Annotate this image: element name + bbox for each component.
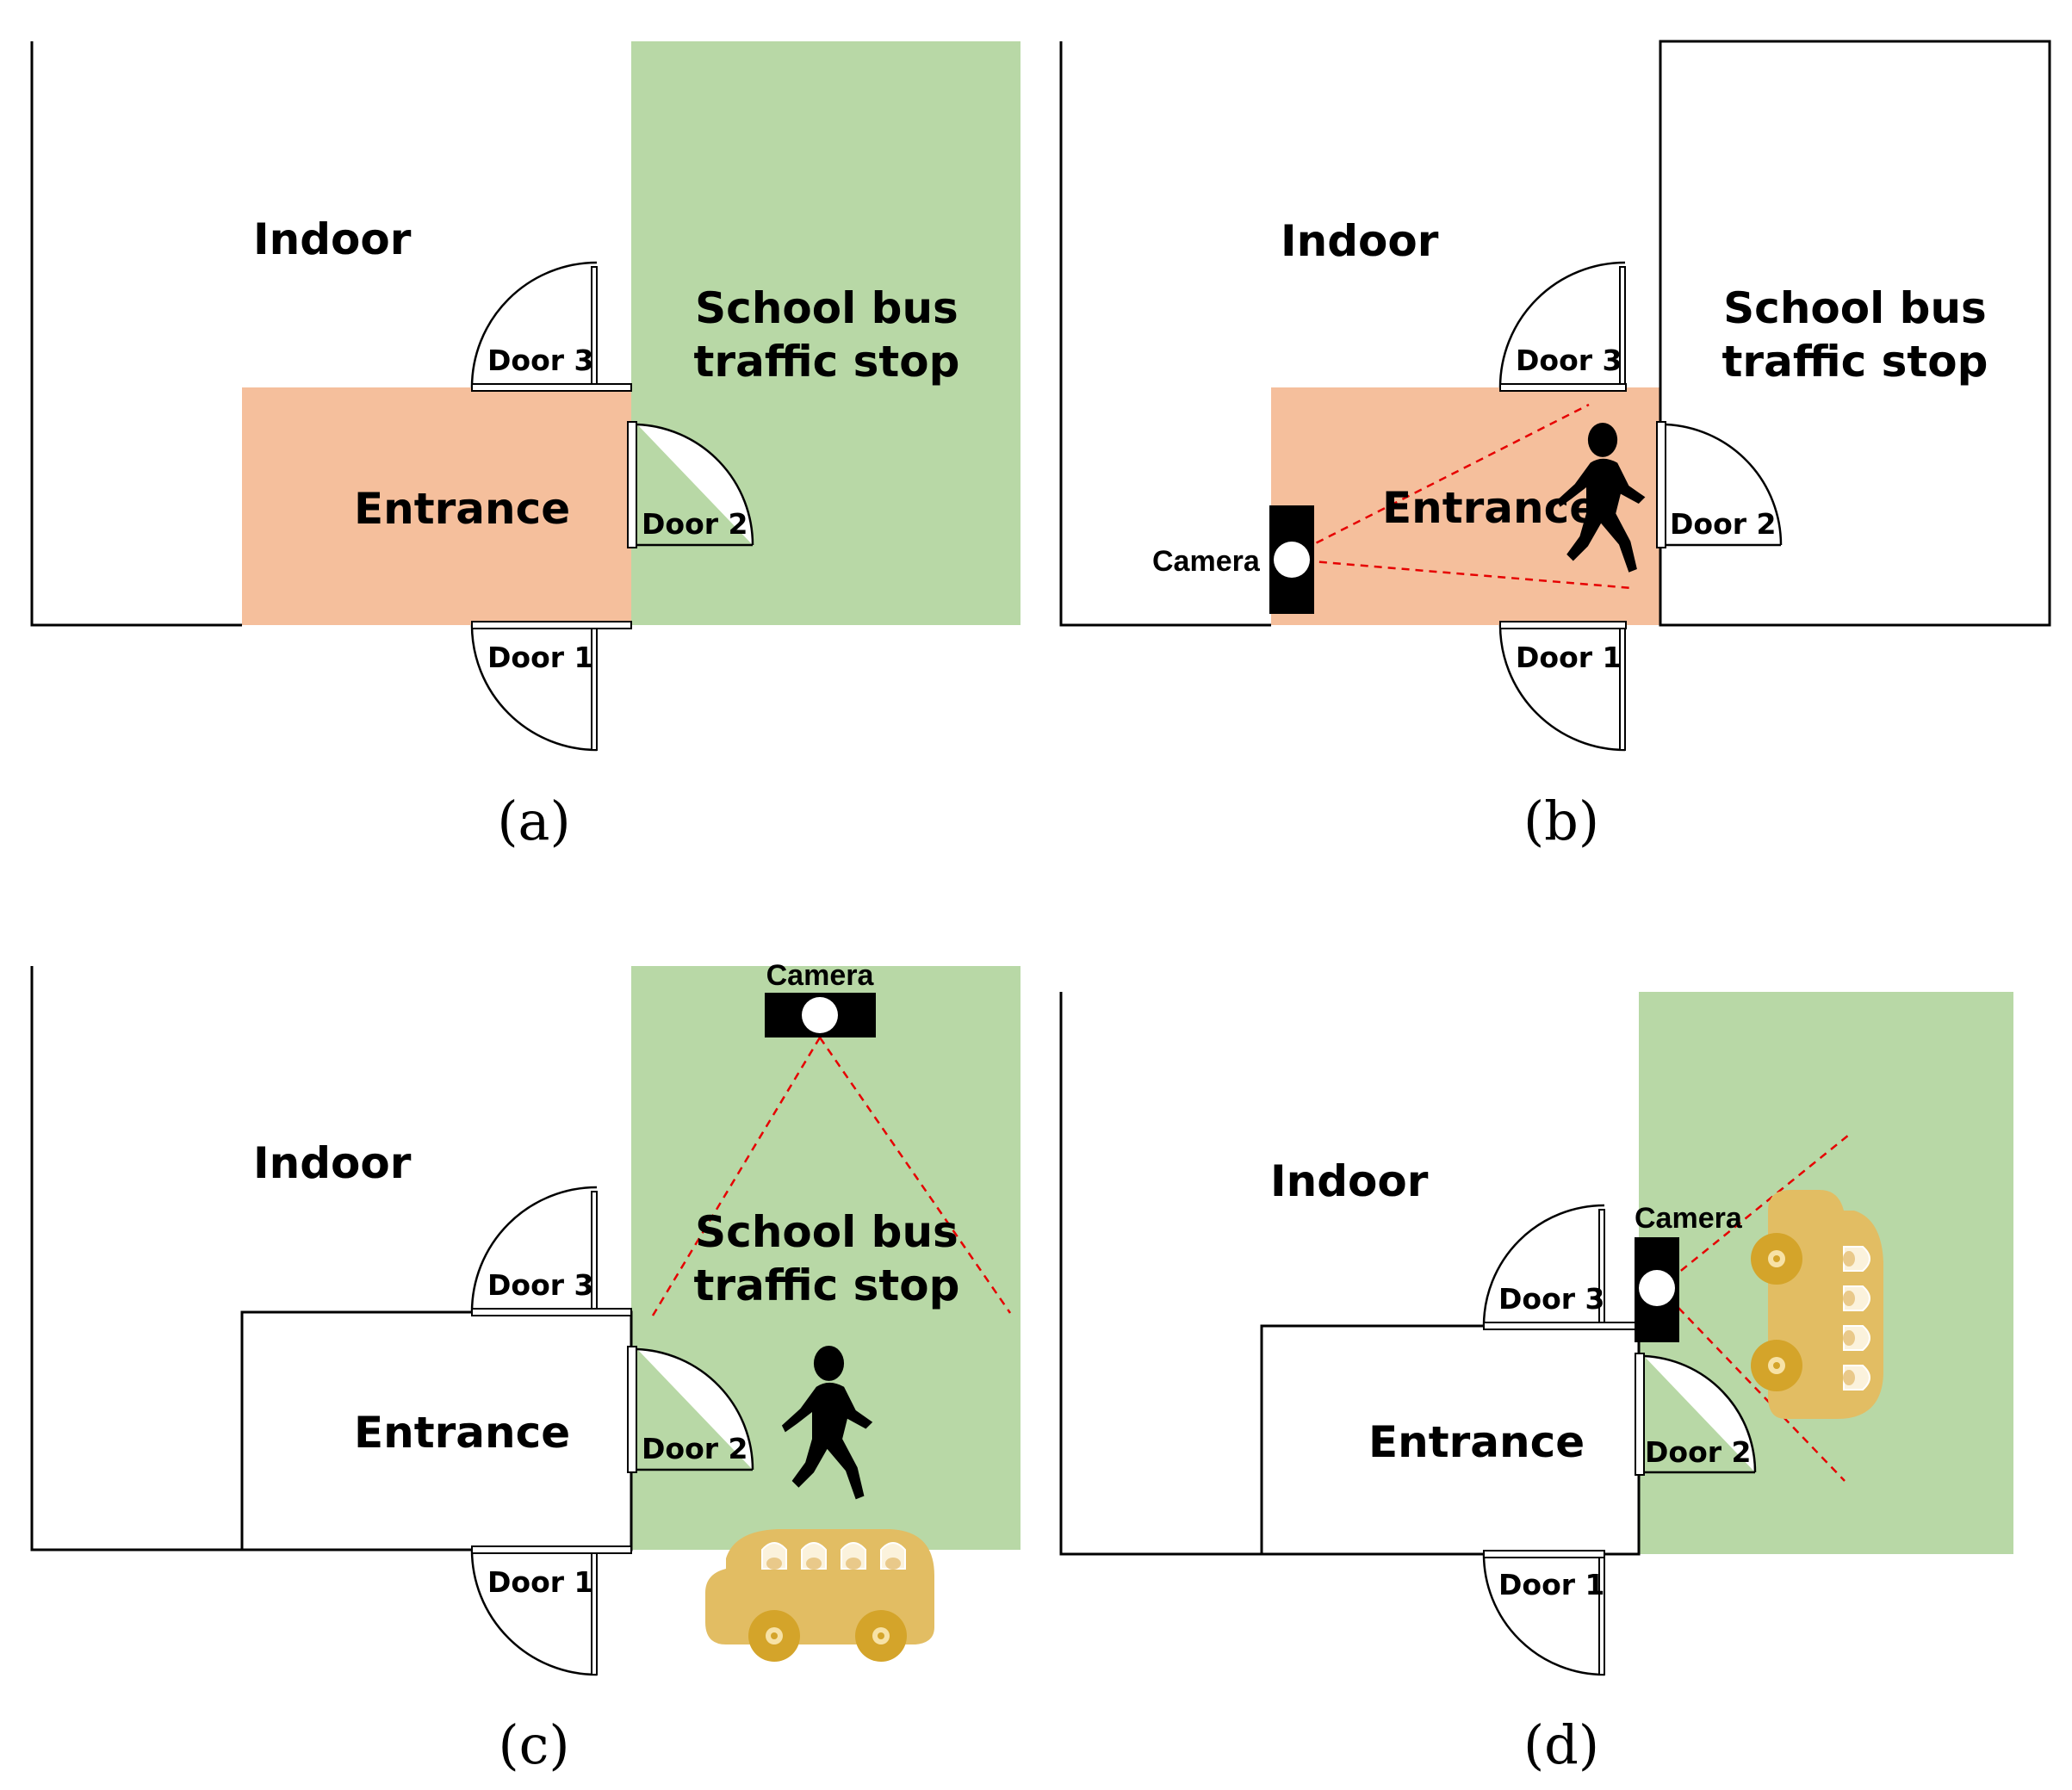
outer-wall xyxy=(30,41,242,627)
door-1: Door 1 xyxy=(470,621,632,752)
door-3: Door 3 xyxy=(1498,261,1627,392)
outer-wall xyxy=(1059,992,1262,1556)
camera-fov-upper xyxy=(1291,403,1590,557)
panel-caption: (a) xyxy=(497,790,570,852)
door-2: Door 2 xyxy=(627,421,754,548)
door-2: Door 2 xyxy=(627,1346,754,1473)
door-1-label: Door 1 xyxy=(1498,1568,1604,1601)
door-2-label: Door 2 xyxy=(642,507,748,541)
school-bus xyxy=(1750,1189,1884,1420)
camera xyxy=(1635,1237,1679,1342)
door-1: Door 1 xyxy=(1482,1550,1605,1676)
entrance-label: Entrance xyxy=(1382,483,1598,533)
outer-wall xyxy=(30,966,242,1552)
camera xyxy=(1269,505,1314,614)
school-bus xyxy=(704,1528,935,1663)
panel-d: Door 3 Door 1 Door 2 Camera Indoor Entra… xyxy=(1059,992,2013,1776)
door-2-label: Door 2 xyxy=(1670,507,1776,541)
entrance-label: Entrance xyxy=(354,1408,570,1458)
camera-fov-lower xyxy=(1291,558,1633,590)
bus-stop-label-line1: School bus xyxy=(695,283,958,333)
door-3: Door 3 xyxy=(470,261,632,392)
door-3-label: Door 3 xyxy=(1516,344,1622,377)
door-1-label: Door 1 xyxy=(1516,641,1622,674)
panel-c: Door 3 Door 1 Door 2 Camera Indoor Entra… xyxy=(30,959,1020,1776)
camera-label: Camera xyxy=(766,959,875,992)
camera-label: Camera xyxy=(1635,1202,1743,1235)
door-2-label: Door 2 xyxy=(642,1432,748,1465)
indoor-label: Indoor xyxy=(253,214,412,264)
bus-stop-label-line1: School bus xyxy=(1723,283,1987,333)
entrance-area xyxy=(242,387,631,625)
panel-caption: (c) xyxy=(498,1713,569,1776)
entrance-label: Entrance xyxy=(1368,1417,1585,1467)
door-3: Door 3 xyxy=(1482,1204,1640,1330)
camera-lens xyxy=(1639,1270,1675,1306)
outer-wall xyxy=(1059,41,1271,627)
camera-fov-right xyxy=(818,1037,1012,1314)
panel-a: Door 3 Door 1 Door 2 Indoor Entrance Sch… xyxy=(30,41,1020,852)
door-1-label: Door 1 xyxy=(487,1565,593,1599)
bus-stop-label-line2: traffic stop xyxy=(694,1260,960,1310)
door-1: Door 1 xyxy=(470,1545,632,1676)
camera-lens xyxy=(1274,542,1310,578)
panel-caption: (d) xyxy=(1523,1713,1599,1776)
indoor-label: Indoor xyxy=(1270,1156,1429,1206)
door-1: Door 1 xyxy=(1498,621,1627,752)
camera xyxy=(765,993,876,1037)
indoor-label: Indoor xyxy=(1281,216,1439,266)
door-2: Door 2 xyxy=(1635,1353,1757,1476)
panel-caption: (b) xyxy=(1523,790,1599,852)
bus-stop-label-line2: traffic stop xyxy=(694,337,960,387)
door-2-label: Door 2 xyxy=(1645,1435,1751,1469)
camera-label: Camera xyxy=(1152,545,1261,578)
door-1-label: Door 1 xyxy=(487,641,593,674)
panel-b: Door 3 Door 1 Door 2 Camera Indoor Entra… xyxy=(1059,40,2051,852)
indoor-label: Indoor xyxy=(253,1138,412,1188)
bus-stop-area xyxy=(1659,40,2051,627)
bus-stop-label-line2: traffic stop xyxy=(1722,337,1988,387)
entrance-label: Entrance xyxy=(354,484,570,534)
camera-fov-lower xyxy=(1659,1287,1846,1482)
door-3-label: Door 3 xyxy=(487,344,593,377)
bus-stop-area xyxy=(631,41,1020,625)
door-3-label: Door 3 xyxy=(487,1268,593,1302)
camera-lens xyxy=(802,997,838,1033)
door-3-label: Door 3 xyxy=(1498,1282,1604,1316)
bus-stop-area xyxy=(631,966,1020,1550)
door-2: Door 2 xyxy=(1656,421,1783,548)
door-3: Door 3 xyxy=(470,1186,632,1316)
bus-stop-label-line1: School bus xyxy=(695,1207,958,1257)
